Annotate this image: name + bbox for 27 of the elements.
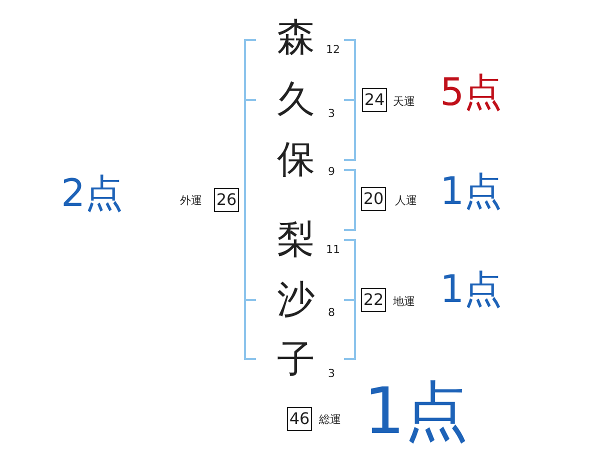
score-text: 1点 bbox=[364, 380, 469, 444]
name-character: 沙 bbox=[277, 280, 315, 318]
number-box: 22 bbox=[361, 288, 386, 312]
number-box: 24 bbox=[362, 88, 387, 112]
number-box: 26 bbox=[214, 188, 239, 212]
score-text: 1点 bbox=[440, 172, 502, 210]
stroke-count: 11 bbox=[326, 244, 340, 255]
fortune-label: 総運 bbox=[319, 414, 341, 425]
number-box: 20 bbox=[361, 187, 386, 211]
stroke-count: 3 bbox=[328, 108, 335, 119]
name-character: 久 bbox=[277, 80, 315, 118]
fortune-label: 地運 bbox=[393, 296, 415, 307]
score-text: 2点 bbox=[61, 174, 124, 212]
number-box: 46 bbox=[287, 407, 312, 431]
stroke-count: 3 bbox=[328, 368, 335, 379]
stroke-count: 9 bbox=[328, 166, 335, 177]
name-character: 保 bbox=[277, 140, 315, 178]
stroke-count: 12 bbox=[326, 44, 340, 55]
name-character: 梨 bbox=[277, 220, 315, 258]
fortune-label: 外運 bbox=[180, 195, 202, 206]
fortune-label: 天運 bbox=[393, 96, 415, 107]
score-text: 1点 bbox=[440, 270, 502, 308]
stroke-count: 8 bbox=[328, 307, 335, 318]
fortune-label: 人運 bbox=[395, 195, 417, 206]
name-character: 子 bbox=[277, 340, 315, 378]
score-text: 5点 bbox=[440, 73, 502, 111]
name-character: 森 bbox=[277, 18, 315, 56]
